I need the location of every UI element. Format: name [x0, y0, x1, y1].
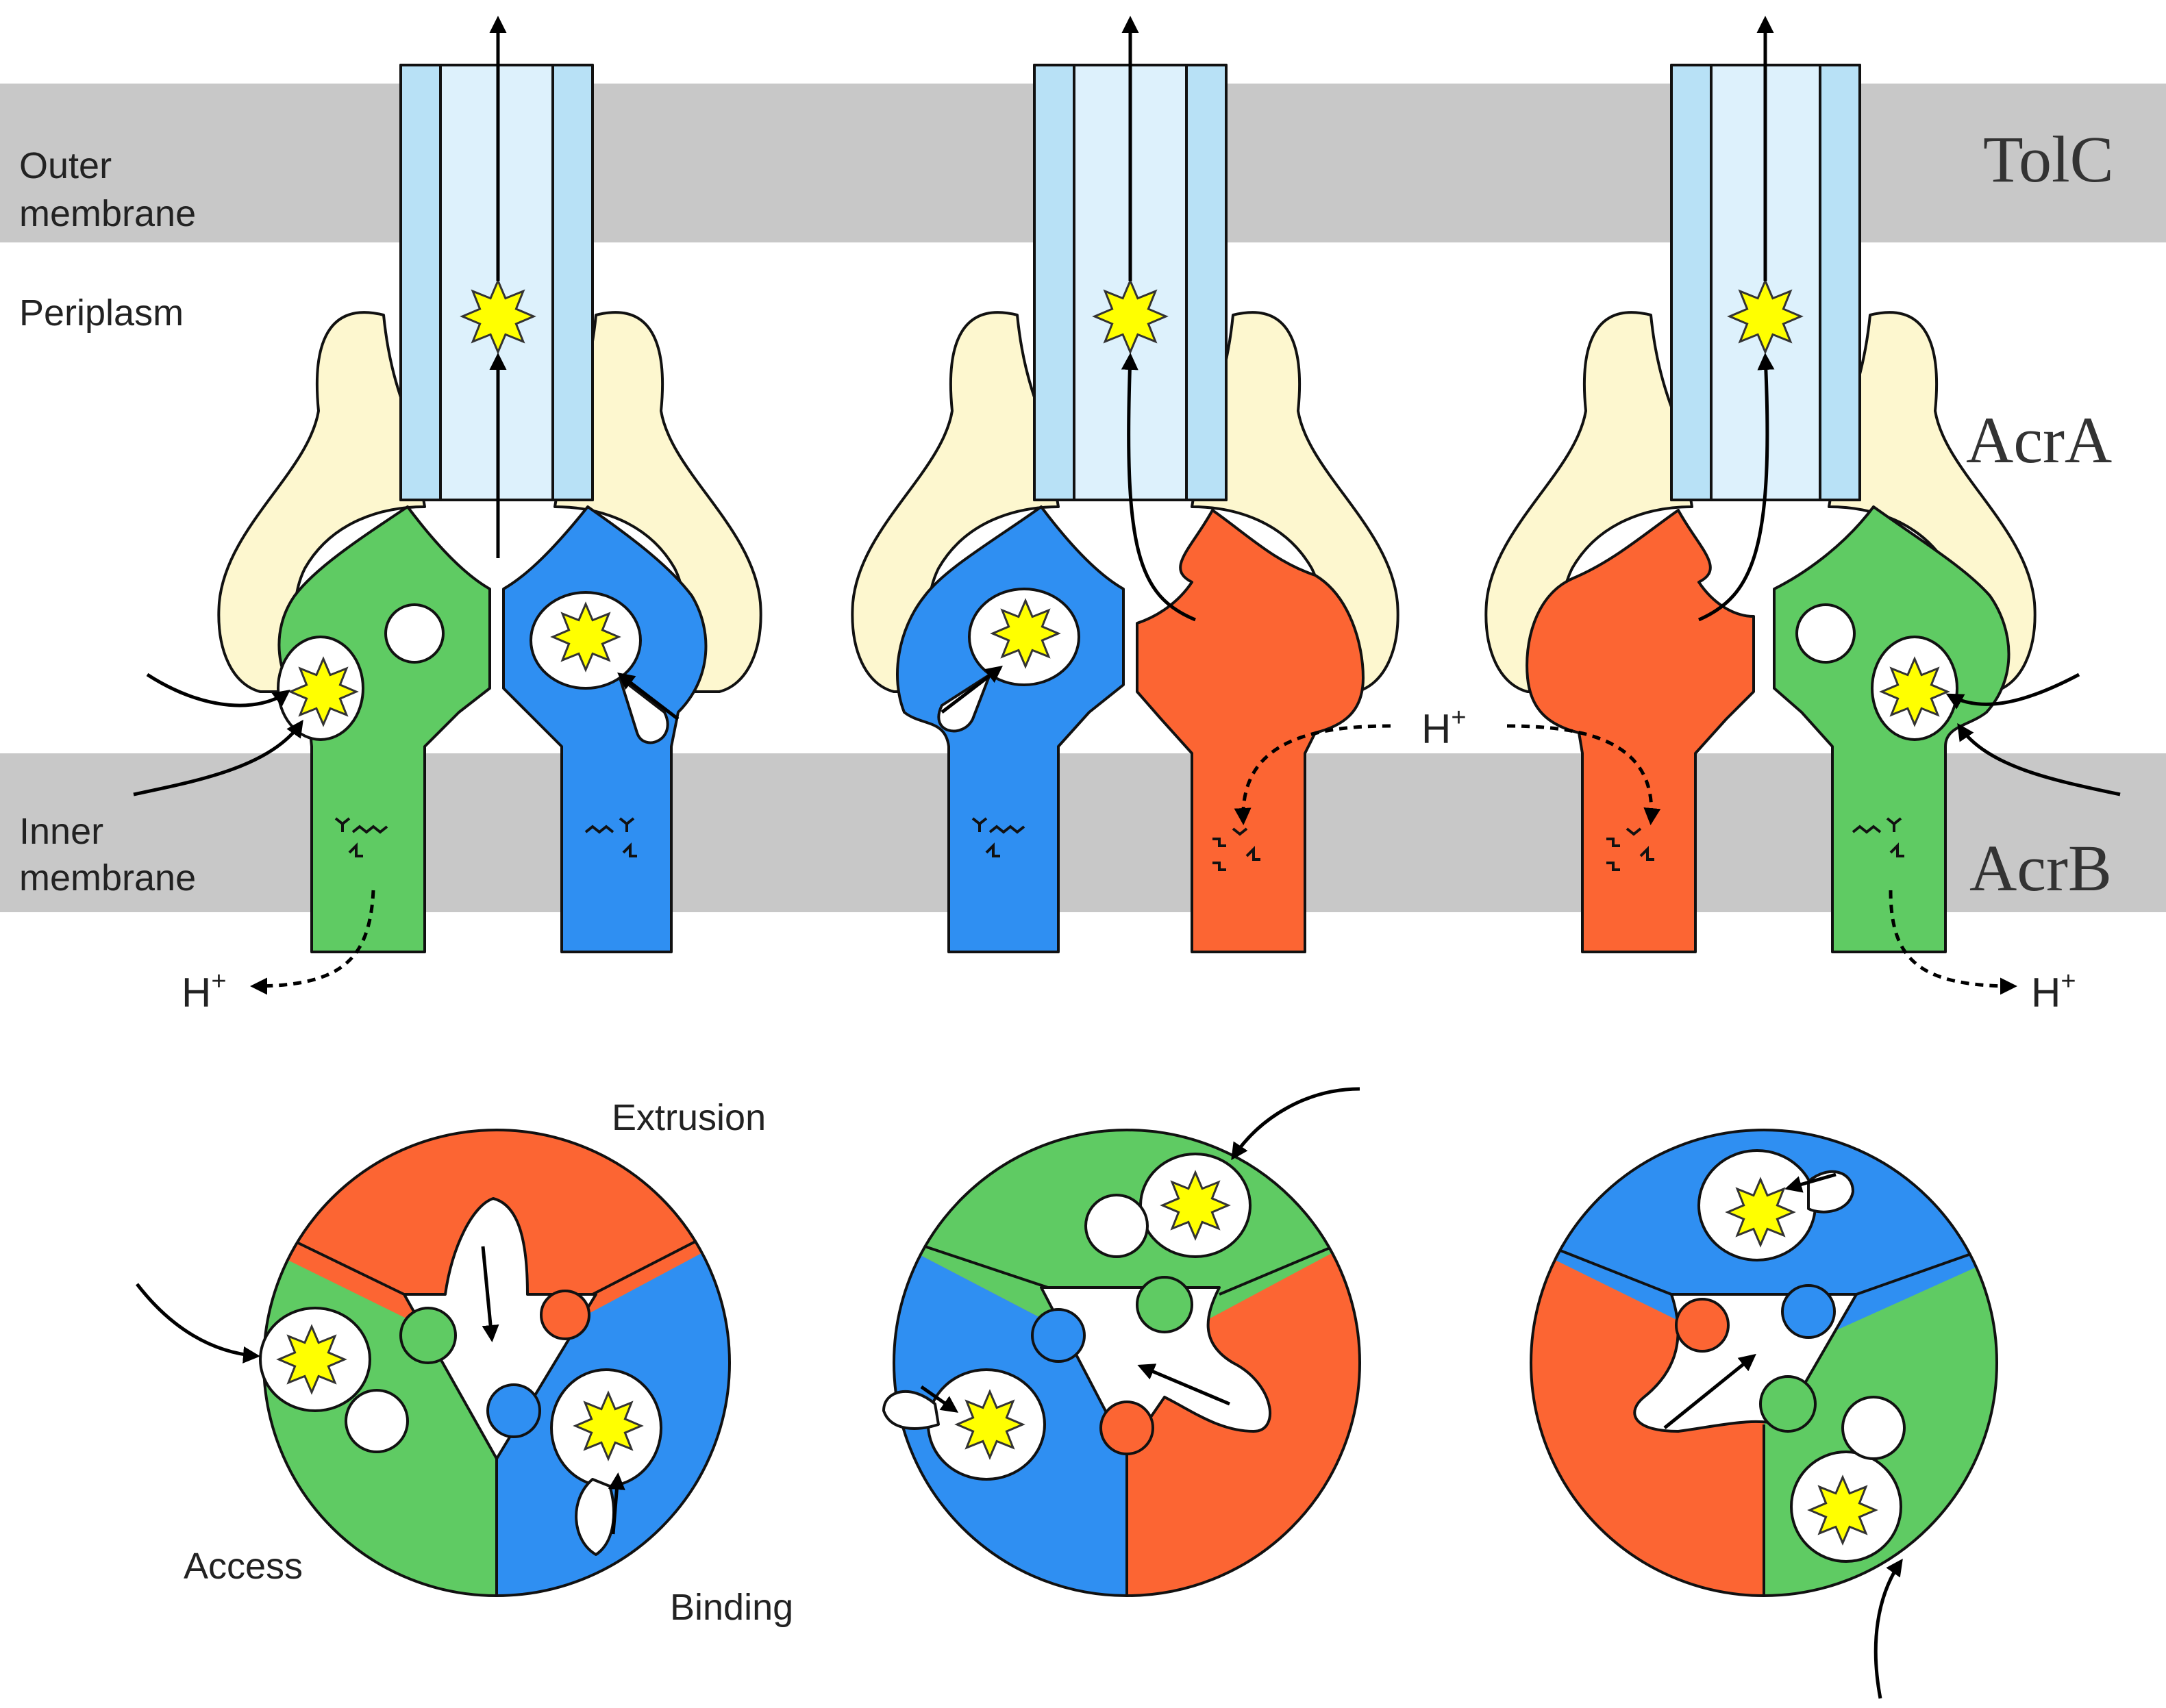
- acra-left: [1484, 311, 1693, 693]
- substrate-star-shape: [1879, 656, 1950, 727]
- substrate-star-shape: [1807, 1474, 1878, 1546]
- inner-membrane-label: membrane: [19, 857, 196, 899]
- substrate-star: [954, 1389, 1025, 1460]
- extrusion-label: Extrusion: [612, 1097, 766, 1138]
- substrate-star-shape: [1160, 1170, 1231, 1241]
- substrate-star-shape: [550, 601, 621, 673]
- central-cavity: [403, 1197, 597, 1460]
- substrate-star: [276, 1324, 347, 1395]
- proton-label: H+: [2031, 967, 2076, 1016]
- residue-marks: [1212, 827, 1260, 871]
- substrate-star: [990, 598, 1061, 669]
- extrusion-arrow: [481, 1246, 499, 1342]
- binding-move-arrow: [1784, 1172, 1837, 1193]
- substrate-star: [1879, 656, 1950, 727]
- binding-move-arrow: [608, 1472, 625, 1535]
- substrate-star: [1807, 1474, 1878, 1546]
- proton-entry-arrow: [1506, 724, 1661, 825]
- substrate-entry-arrow: [136, 1283, 260, 1364]
- substrate-star-shape: [990, 598, 1061, 669]
- substrate-star: [1160, 1170, 1231, 1241]
- substrate-star-shape: [954, 1389, 1025, 1460]
- top-view-2: [882, 1087, 1361, 1597]
- substrate-star: [1727, 278, 1804, 355]
- outer-membrane-label: membrane: [19, 193, 196, 234]
- tolc-label: TolC: [1983, 123, 2114, 196]
- acra-label: AcrA: [1966, 403, 2112, 477]
- substrate-star-shape: [288, 656, 359, 727]
- residue-marks: [584, 817, 637, 857]
- outer-membrane-label: Outer: [19, 145, 112, 186]
- proton-label: H+: [182, 967, 227, 1016]
- substrate-star: [573, 1390, 644, 1461]
- substrate-star: [288, 656, 359, 727]
- acra-left: [217, 311, 426, 693]
- inner-membrane-label: Inner: [19, 811, 103, 852]
- export-arrow: [1697, 353, 1775, 622]
- acra-left: [851, 311, 1060, 693]
- residue-marks: [1606, 827, 1654, 871]
- disc-outline: [1530, 1129, 1998, 1597]
- disc-outline: [893, 1129, 1361, 1597]
- top-view-3: [1530, 1129, 1998, 1699]
- binding-move-arrow: [920, 1385, 959, 1413]
- periplasm-label: Periplasm: [19, 292, 184, 334]
- substrate-star-shape: [276, 1324, 347, 1395]
- pump-state-1: H+: [133, 16, 762, 1016]
- binding-move-arrow: [617, 672, 680, 720]
- acrb-protomer-extrusion: [1526, 509, 1755, 953]
- substrate-entry-arrow: [1957, 723, 2121, 796]
- access-label: Access: [184, 1546, 303, 1587]
- substrate-star-shape: [1092, 278, 1169, 355]
- substrate-star: [1092, 278, 1169, 355]
- substrate-entry-arrow: [133, 719, 303, 796]
- extrusion-arrow: [1137, 1364, 1230, 1406]
- binding-pocket-entry: [619, 677, 669, 744]
- top-view-1: Extrusion Access Binding: [136, 1097, 793, 1628]
- substrate-entry-arrow: [1874, 1558, 1903, 1699]
- substrate-entry-arrow: [1945, 673, 2080, 709]
- extrusion-arrow: [1663, 1353, 1756, 1429]
- substrate-star-shape: [460, 278, 536, 355]
- pump-state-2: H+: [851, 16, 1467, 953]
- proton-exit-arrow: [1889, 890, 2017, 995]
- substrate-entry-arrow: [1231, 1087, 1360, 1161]
- acrb-label: AcrB: [1969, 831, 2112, 905]
- substrate-star: [460, 278, 536, 355]
- binding-pocket-entry: [937, 673, 991, 733]
- pump-state-3: H+: [1484, 16, 2121, 1016]
- proton-label: H+: [1421, 703, 1467, 752]
- access-side-pocket: [1795, 603, 1856, 664]
- substrate-star-shape: [1727, 278, 1804, 355]
- residue-marks: [1852, 817, 1904, 857]
- substrate-star: [550, 601, 621, 673]
- proton-entry-arrow: [1234, 724, 1391, 825]
- binding-label: Binding: [670, 1587, 793, 1628]
- acra-right: [553, 311, 762, 693]
- substrate-star: [1725, 1177, 1796, 1248]
- residue-marks: [334, 817, 388, 857]
- substrate-entry-arrow: [146, 673, 291, 707]
- residue-marks: [971, 817, 1025, 857]
- substrate-star-shape: [1725, 1177, 1796, 1248]
- proton-exit-arrow: [250, 890, 375, 995]
- export-arrow: [1121, 353, 1196, 622]
- binding-move-arrow: [941, 665, 1003, 714]
- substrate-star-shape: [573, 1390, 644, 1461]
- access-side-pocket: [384, 603, 445, 664]
